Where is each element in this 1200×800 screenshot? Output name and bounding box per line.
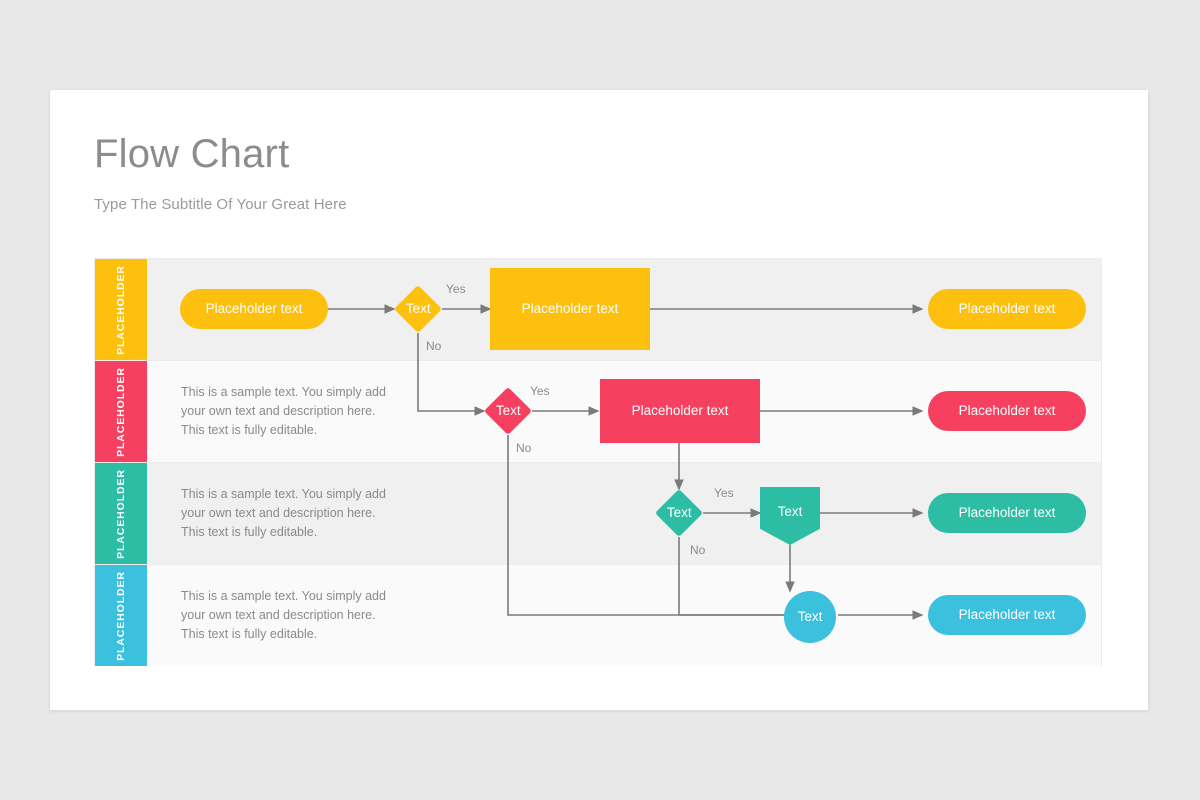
slide-header: Flow Chart Type The Subtitle Of Your Gre… xyxy=(94,132,347,213)
row-tab-label-2: PLACEHOLDER xyxy=(115,366,128,457)
page-subtitle: Type The Subtitle Of Your Great Here xyxy=(94,196,347,213)
node-r2-decision-label: Text xyxy=(495,402,521,418)
edge-label-r2-yes: Yes xyxy=(530,384,550,398)
page-title: Flow Chart xyxy=(94,132,290,176)
edge-label-r2-no: No xyxy=(516,441,532,455)
node-r2-end-label: Placeholder text xyxy=(958,402,1056,418)
node-r4-end-label: Placeholder text xyxy=(958,606,1056,622)
edge-label-r1-no: No xyxy=(426,339,442,353)
node-r1-process[interactable]: Placeholder text xyxy=(490,268,650,350)
row-description-3: This is a sample text. You simply add yo… xyxy=(181,486,386,540)
edge-label-r3-yes: Yes xyxy=(714,486,734,500)
node-r3-end-label: Placeholder text xyxy=(958,504,1056,520)
node-r1-end-label: Placeholder text xyxy=(958,300,1056,316)
row-description-4: This is a sample text. You simply add yo… xyxy=(181,588,386,642)
flow-chart-table: PLACEHOLDER PLACEHOLDER This is a sample… xyxy=(94,258,1102,666)
edge-label-r1-yes: Yes xyxy=(446,282,466,296)
node-r2-end[interactable]: Placeholder text xyxy=(928,391,1086,431)
shape-layer: Placeholder text Text Placeholder text P… xyxy=(94,258,1102,666)
row-tab-1[interactable]: PLACEHOLDER xyxy=(95,259,147,360)
node-r1-decision-label: Text xyxy=(405,300,431,316)
node-r1-end[interactable]: Placeholder text xyxy=(928,289,1086,329)
row-tab-label-1: PLACEHOLDER xyxy=(115,264,128,355)
node-r4-end[interactable]: Placeholder text xyxy=(928,595,1086,635)
row-description-2: This is a sample text. You simply add yo… xyxy=(181,384,386,438)
row-tab-label-4: PLACEHOLDER xyxy=(115,570,128,661)
row-tab-2[interactable]: PLACEHOLDER xyxy=(95,361,147,462)
row-tab-label-3: PLACEHOLDER xyxy=(115,468,128,559)
edge-label-r3-no: No xyxy=(690,543,706,557)
node-r1-process-label: Placeholder text xyxy=(521,300,619,316)
node-r1-start-label: Placeholder text xyxy=(205,300,303,316)
node-r2-process-label: Placeholder text xyxy=(631,402,729,418)
node-r4-decision-label: Text xyxy=(797,608,823,624)
slide-card: Flow Chart Type The Subtitle Of Your Gre… xyxy=(50,90,1148,710)
row-tab-3[interactable]: PLACEHOLDER xyxy=(95,463,147,564)
node-r1-start[interactable]: Placeholder text xyxy=(180,289,328,329)
node-r3-end[interactable]: Placeholder text xyxy=(928,493,1086,533)
node-r4-decision[interactable]: Text xyxy=(784,591,836,643)
node-r2-process[interactable]: Placeholder text xyxy=(600,379,760,443)
node-r3-process-label: Text xyxy=(777,503,803,519)
row-tab-4[interactable]: PLACEHOLDER xyxy=(95,565,147,666)
node-r3-decision-label: Text xyxy=(666,504,692,520)
